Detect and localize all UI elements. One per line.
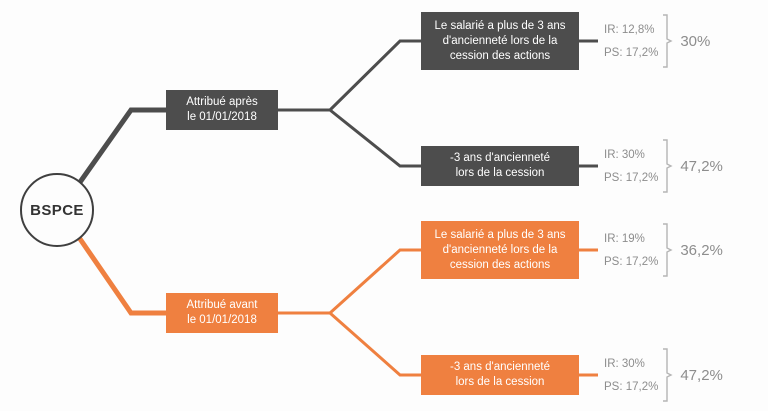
brace-icon <box>663 139 673 193</box>
leaf-node-avant-moins3ans-line2: lors de la cession <box>455 376 545 388</box>
leaf-node-avant-moins3ans-line1: -3 ans d'ancienneté <box>449 361 551 373</box>
branch-node-apres[interactable]: Attribué après le 01/01/2018 <box>166 90 278 130</box>
rate-ps: PS: 17,2% <box>604 171 659 184</box>
rate-lines: IR: 30% PS: 17,2% <box>604 149 658 184</box>
rate-total: 36,2% <box>680 241 723 259</box>
rate-ir: IR: 30% <box>604 357 645 370</box>
leaf-node-apres-plus3ans-line3: cession des actions <box>449 49 551 62</box>
edge-apres-to-leaf2 <box>329 108 421 168</box>
branch-node-apres-line1: Attribué après <box>186 96 258 108</box>
rate-group-apres-plus3ans: IR: 12,8% PS: 17,2% 30% <box>604 14 710 68</box>
rate-ir: IR: 19% <box>604 232 645 245</box>
rate-ps: PS: 17,2% <box>604 46 659 59</box>
rate-lines: IR: 19% PS: 17,2% <box>604 233 658 268</box>
leaf-node-avant-plus3ans-line1: Le salarié a plus de 3 ans <box>434 228 566 241</box>
rate-ps: PS: 17,2% <box>604 255 659 268</box>
leaf-node-avant-plus3ans-line3: cession des actions <box>449 258 551 271</box>
rate-ir: IR: 12,8% <box>604 23 655 36</box>
rate-lines: IR: 30% PS: 17,2% <box>604 358 658 393</box>
root-node-label: BSPCE <box>30 201 84 219</box>
rate-ps: PS: 17,2% <box>604 380 659 393</box>
leaf-node-apres-plus3ans[interactable]: Le salarié a plus de 3 ans d'ancienneté … <box>421 12 579 70</box>
rate-group-avant-plus3ans: IR: 19% PS: 17,2% 36,2% <box>604 223 723 277</box>
root-node-bspce[interactable]: BSPCE <box>20 173 94 247</box>
rate-lines: IR: 12,8% PS: 17,2% <box>604 24 658 59</box>
leaf-node-apres-moins3ans[interactable]: -3 ans d'ancienneté lors de la cession <box>421 146 579 186</box>
leaf-node-avant-moins3ans[interactable]: -3 ans d'ancienneté lors de la cession <box>421 355 579 395</box>
rate-total: 47,2% <box>680 366 723 384</box>
brace-icon <box>663 223 673 277</box>
branch-node-avant-line2: le 01/01/2018 <box>187 314 257 326</box>
leaf-node-avant-plus3ans[interactable]: Le salarié a plus de 3 ans d'ancienneté … <box>421 221 579 279</box>
leaf-node-apres-plus3ans-line1: Le salarié a plus de 3 ans <box>434 19 566 32</box>
rate-group-apres-moins3ans: IR: 30% PS: 17,2% 47,2% <box>604 139 723 193</box>
rate-total: 30% <box>680 32 711 50</box>
edge-apres-to-leaf1 <box>328 39 421 112</box>
leaf-node-apres-moins3ans-line2: lors de la cession <box>455 167 545 179</box>
rate-total: 47,2% <box>680 157 723 175</box>
brace-icon <box>663 348 673 402</box>
rate-ir: IR: 30% <box>604 148 645 161</box>
rate-group-avant-moins3ans: IR: 30% PS: 17,2% 47,2% <box>604 348 723 402</box>
leaf-node-apres-plus3ans-line2: d'ancienneté lors de la <box>442 34 558 47</box>
leaf-node-apres-moins3ans-line1: -3 ans d'ancienneté <box>449 152 551 164</box>
branch-node-apres-line2: le 01/01/2018 <box>187 111 257 123</box>
edge-avant-to-leaf2 <box>329 311 421 377</box>
edge-root-to-apres <box>75 107 166 187</box>
branch-node-avant[interactable]: Attribué avant le 01/01/2018 <box>166 293 278 333</box>
edge-root-to-avant <box>75 234 166 316</box>
brace-icon <box>663 14 673 68</box>
branch-node-avant-line1: Attribué avant <box>186 299 258 311</box>
leaf-node-avant-plus3ans-line2: d'ancienneté lors de la <box>442 243 558 256</box>
edge-avant-to-leaf1 <box>328 248 421 315</box>
